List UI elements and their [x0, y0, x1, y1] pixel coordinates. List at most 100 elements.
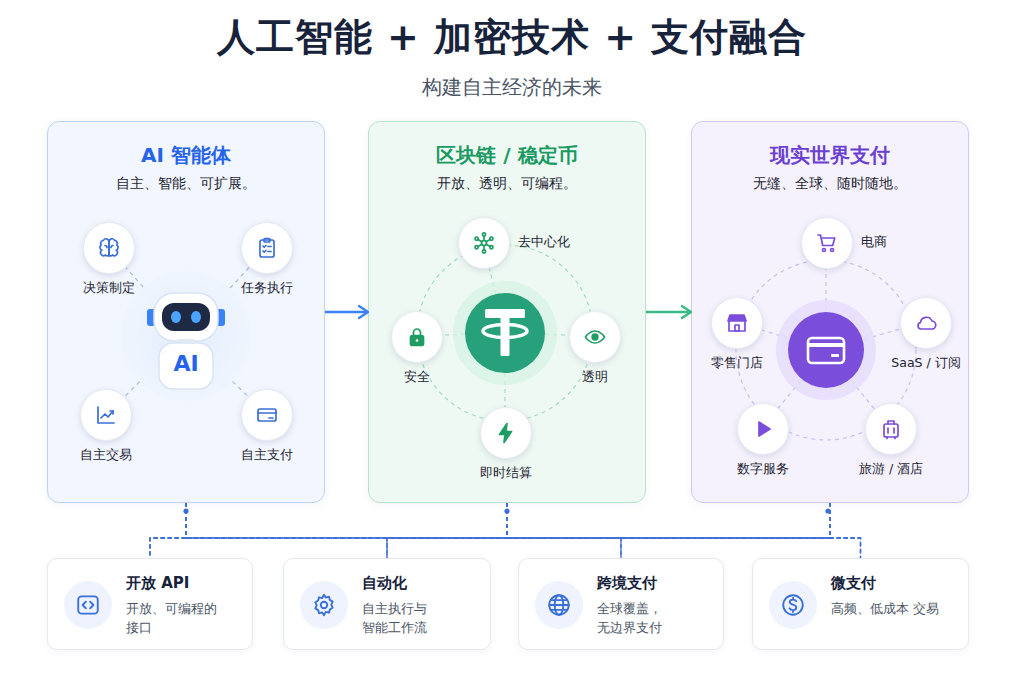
group-panel: AI 智能体自主、智能、可扩展。决策制定任务执行AI自主交易自主支付	[47, 121, 325, 503]
capability-box: 跨境支付全球覆盖， 无边界支付	[518, 558, 724, 650]
icon-circle	[300, 581, 348, 629]
icon	[546, 592, 572, 618]
icon	[725, 311, 749, 335]
panel-tagline: 自主、智能、可扩展。	[48, 175, 324, 193]
connector	[325, 306, 368, 318]
feature-label: 安全	[367, 369, 467, 386]
feature-label: 零售门店	[687, 355, 787, 372]
panel-heading: AI 智能体	[48, 142, 324, 169]
icon-circle	[83, 222, 135, 274]
connector	[150, 503, 507, 558]
robot-label: AI	[121, 351, 251, 376]
connector-line	[186, 503, 387, 558]
icon-circle	[241, 222, 293, 274]
box-heading: 微支付	[831, 574, 876, 593]
feature-label: 即时结算	[456, 465, 556, 482]
bus-dot	[183, 508, 188, 513]
connector	[186, 503, 387, 558]
connector	[150, 503, 830, 558]
feature-label: SaaS / 订阅	[876, 355, 976, 372]
icon	[94, 403, 118, 427]
connector	[150, 503, 186, 558]
icon	[97, 236, 121, 260]
feature-node: 自主支付	[217, 389, 317, 469]
feature-node: 电商	[801, 217, 941, 269]
icon-circle	[865, 403, 917, 455]
icon-circle	[711, 297, 763, 349]
connector-line	[507, 503, 861, 558]
capability-box: 开放 API开放、可编程的 接口	[47, 558, 253, 650]
icon	[583, 325, 607, 349]
connector	[507, 503, 861, 558]
feature-label: 旅游 / 酒店	[841, 461, 941, 478]
feature-label: 去中心化	[518, 234, 570, 251]
group-panel: 现实世界支付无缝、全球、随时随地。电商零售门店SaaS / 订阅数字服务旅游 /…	[691, 121, 969, 503]
bus-dot	[504, 508, 509, 513]
connector	[186, 503, 861, 558]
icon-circle	[480, 407, 532, 459]
box-body: 高频、低成本 交易	[831, 599, 941, 618]
bus-dot	[825, 508, 830, 513]
arrow-head	[359, 306, 368, 318]
feature-node: 去中心化	[458, 217, 598, 269]
feature-label: 自主交易	[56, 447, 156, 464]
connector	[186, 503, 621, 558]
diagram-title: 人工智能 + 加密技术 + 支付融合	[0, 12, 1024, 63]
connector-line	[621, 503, 830, 558]
icon	[751, 417, 775, 441]
capability-box: 自动化自主执行与 智能工作流	[283, 558, 491, 650]
box-body: 全球覆盖， 无边界支付	[597, 599, 707, 637]
robot-node: AI	[121, 271, 251, 401]
feature-node: 即时结算	[456, 407, 556, 487]
feature-label: 数字服务	[713, 461, 813, 478]
box-heading: 跨境支付	[597, 574, 657, 593]
icon	[255, 403, 279, 427]
icon-circle	[769, 581, 817, 629]
icon	[914, 311, 938, 335]
feature-node: 数字服务	[713, 403, 813, 483]
feature-label: 透明	[545, 369, 645, 386]
connector-line	[507, 503, 621, 558]
box-body: 开放、可编程的 接口	[126, 599, 236, 637]
connector-line	[186, 503, 861, 558]
icon-circle	[900, 297, 952, 349]
box-heading: 自动化	[362, 574, 407, 593]
icon	[472, 231, 496, 255]
connector-line	[150, 503, 186, 558]
connector-line	[186, 503, 621, 558]
subtitle: 构建自主经济的未来	[0, 74, 1024, 101]
icon	[494, 421, 518, 445]
panel-tagline: 无缝、全球、随时随地。	[692, 175, 968, 193]
arrow-head	[682, 306, 691, 318]
feature-node: 旅游 / 酒店	[841, 403, 941, 483]
feature-node: 零售门店	[687, 297, 787, 377]
icon	[879, 417, 903, 441]
connector-line	[387, 503, 507, 558]
icon-circle	[535, 581, 583, 629]
feature-label: 电商	[861, 234, 887, 251]
icon	[815, 231, 839, 255]
icon-circle	[801, 217, 853, 269]
connector	[387, 503, 507, 558]
icon	[311, 592, 337, 618]
capability-box: 微支付高频、低成本 交易	[752, 558, 969, 650]
feature-node: 自主交易	[56, 389, 156, 469]
feature-label: 自主支付	[217, 447, 317, 464]
icon-circle	[391, 311, 443, 363]
feature-node: 安全	[367, 311, 467, 391]
icon	[255, 236, 279, 260]
connector	[387, 503, 830, 558]
icon	[405, 325, 429, 349]
icon-circle	[64, 581, 112, 629]
robot-illustration	[121, 271, 251, 401]
feature-node: SaaS / 订阅	[876, 297, 976, 377]
icon-circle	[241, 389, 293, 441]
connector-line	[325, 311, 368, 313]
panel-tagline: 开放、透明、可编程。	[369, 175, 645, 193]
connector-line	[387, 503, 830, 558]
icon	[780, 592, 806, 618]
connector	[646, 306, 691, 318]
icon	[75, 592, 101, 618]
icon-circle	[737, 403, 789, 455]
